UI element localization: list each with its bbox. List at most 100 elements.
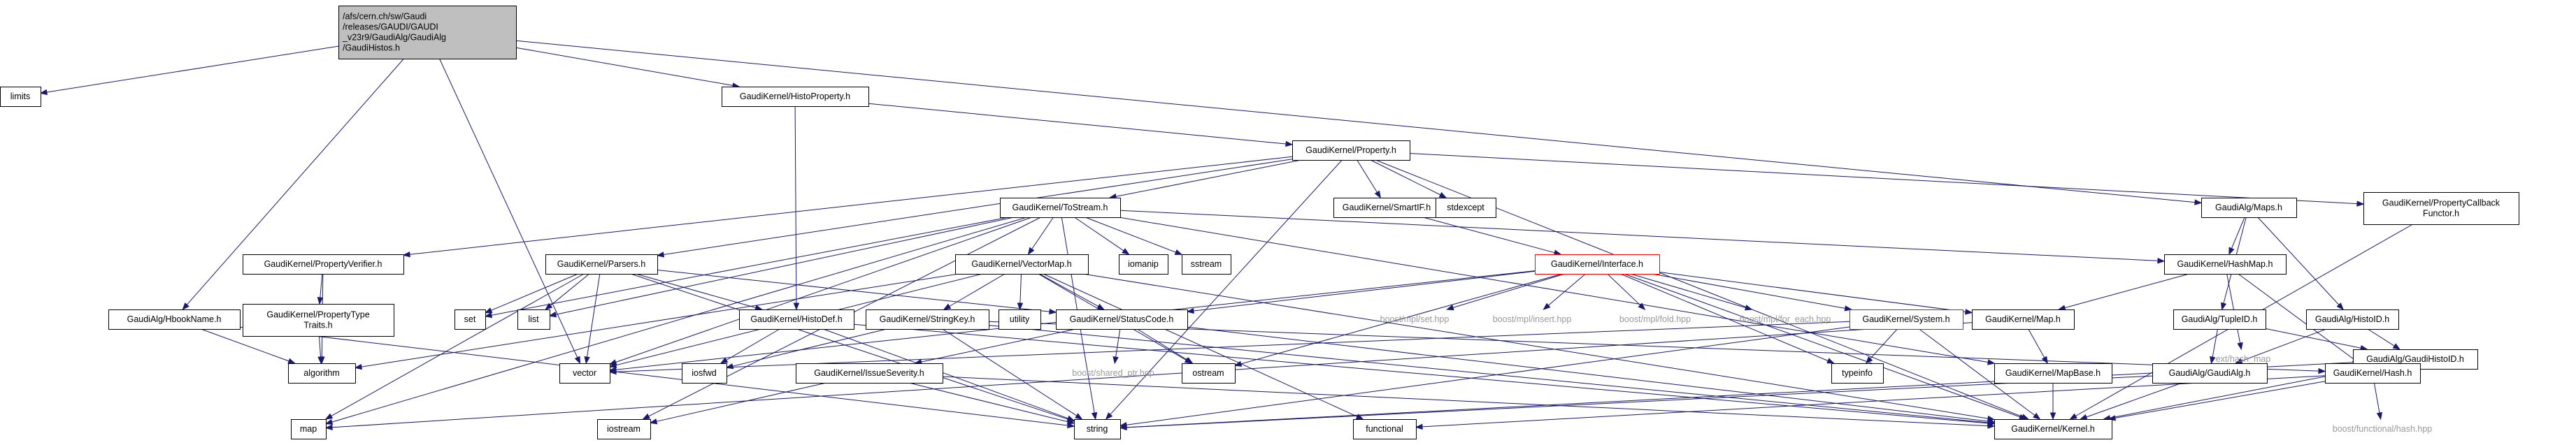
node-boosthash[interactable]: boost/functional/hash.hpp — [2317, 420, 2449, 439]
node-histoid[interactable]: GaudiAlg/HistoID.h — [2306, 309, 2399, 330]
edge-gkmap-to-map — [331, 322, 1973, 428]
node-box — [108, 309, 241, 330]
node-label-line: iostream — [607, 424, 641, 434]
node-iostream[interactable]: iostream — [597, 419, 651, 439]
node-gaudialg[interactable]: GaudiAlg/GaudiAlg.h — [2152, 363, 2268, 384]
node-box — [866, 309, 989, 330]
node-mplinsert[interactable]: boost/mpl/insert.hpp — [1478, 310, 1587, 330]
edge-arrowhead — [1122, 248, 1130, 255]
node-box — [1353, 419, 1417, 439]
node-iosfwd[interactable]: iosfwd — [682, 363, 727, 384]
node-utility[interactable]: utility — [999, 309, 1041, 330]
edge-arrowhead — [2228, 247, 2235, 256]
node-stdexcept[interactable]: stdexcept — [1436, 198, 1496, 218]
edge-arrowhead — [642, 413, 650, 420]
node-system[interactable]: GaudiKernel/System.h — [1849, 309, 1963, 330]
edge-arrowhead — [324, 424, 333, 430]
node-box — [1333, 198, 1440, 218]
edge-root-to-limits — [46, 45, 339, 93]
node-tostream[interactable]: GaudiKernel/ToStream.h — [1000, 198, 1121, 218]
node-box — [1056, 309, 1188, 330]
edge-interface-to-mplinsert — [1547, 273, 1586, 306]
edge-property-to-tostream — [1115, 159, 1302, 197]
node-string[interactable]: string — [1074, 419, 1121, 439]
node-iomanip[interactable]: iomanip — [1119, 254, 1168, 275]
node-mplfold[interactable]: boost/mpl/fold.hpp — [1603, 310, 1708, 330]
node-label-line: Traits.h — [303, 321, 332, 330]
node-smartif[interactable]: GaudiKernel/SmartIF.h — [1333, 198, 1440, 218]
edge-interface-to-gkmap — [1659, 272, 1966, 312]
node-typeinfo[interactable]: typeinfo — [1831, 363, 1884, 384]
node-hbookname[interactable]: GaudiAlg/HbookName.h — [108, 309, 241, 330]
node-parsers[interactable]: GaudiKernel/Parsers.h — [545, 254, 658, 275]
node-box — [597, 419, 651, 439]
edge-parsers-to-histodef — [636, 273, 757, 308]
node-root[interactable]: /afs/cern.ch/sw/Gaudi/releases/GAUDI/GAU… — [338, 6, 517, 59]
node-label-line: iosfwd — [692, 368, 716, 378]
edge-arrowhead — [2069, 413, 2077, 420]
node-label-line: GaudiKernel/Map.h — [1985, 314, 2061, 324]
edge-hbookname-to-algorithm — [201, 328, 289, 362]
node-label-line: GaudiKernel/PropertyCallback — [2382, 198, 2500, 208]
node-histoprop[interactable]: GaudiKernel/HistoProperty.h — [722, 87, 869, 107]
edge-vectormap-to-statuscode — [1039, 273, 1099, 307]
node-label-line: GaudiKernel/PropertyType — [266, 310, 369, 320]
node-stringkey[interactable]: GaudiKernel/StringKey.h — [866, 309, 989, 330]
node-statuscode[interactable]: GaudiKernel/StatusCode.h — [1056, 309, 1188, 330]
node-label-line: GaudiAlg/GaudiHistoID.h — [2366, 354, 2464, 364]
edge-property-to-stdexcept — [1370, 159, 1441, 196]
node-propverifier[interactable]: GaudiKernel/PropertyVerifier.h — [243, 254, 404, 275]
node-map[interactable]: map — [291, 419, 327, 439]
edge-system-to-kernel — [1919, 328, 2035, 416]
node-tupleid[interactable]: GaudiAlg/TupleID.h — [2173, 309, 2266, 330]
edge-gamaps-to-gkhashmap — [2231, 217, 2245, 249]
node-issueseverity[interactable]: GaudiKernel/IssueSeverity.h — [796, 363, 943, 384]
node-interface[interactable]: GaudiKernel/Interface.h — [1535, 254, 1660, 275]
node-list[interactable]: list — [517, 309, 550, 330]
edge-arrowhead — [2221, 302, 2227, 311]
node-mapbase[interactable]: GaudiKernel/MapBase.h — [1994, 363, 2112, 384]
node-label-line: GaudiAlg/GaudiAlg.h — [2169, 368, 2251, 378]
node-mplforeach[interactable]: boost/mpl/for_each.hpp — [1724, 310, 1848, 330]
node-label-line: GaudiKernel/System.h — [1862, 314, 1949, 324]
edge-arrowhead — [2356, 200, 2365, 207]
node-gkmap[interactable]: GaudiKernel/Map.h — [1972, 309, 2075, 330]
node-label-line: boost/mpl/set.hpp — [1380, 314, 1450, 324]
edge-histodef-to-iosfwd — [726, 328, 780, 360]
edge-arrowhead — [1374, 190, 1382, 199]
node-shared_ptr[interactable]: boost/shared_ptr.hpp — [1055, 364, 1173, 384]
node-functional[interactable]: functional — [1353, 419, 1417, 439]
node-exthashmap[interactable]: ext/hash_map — [2203, 350, 2284, 370]
node-box — [2363, 192, 2519, 225]
node-set[interactable]: set — [455, 309, 486, 330]
edge-arrowhead — [1865, 356, 1873, 365]
node-property[interactable]: GaudiKernel/Property.h — [1292, 140, 1410, 161]
node-kernel[interactable]: GaudiKernel/Kernel.h — [1994, 419, 2112, 439]
node-vector[interactable]: vector — [559, 363, 610, 384]
edge-tostream-to-gkhashmap — [1119, 210, 2159, 261]
node-algorithm[interactable]: algorithm — [288, 363, 356, 384]
edge-gkhash-to-kernel — [2115, 381, 2326, 418]
node-label-line: boost/shared_ptr.hpp — [1072, 368, 1154, 378]
node-box — [1292, 140, 1410, 161]
node-gamaps[interactable]: GaudiAlg/Maps.h — [2201, 198, 2297, 218]
node-gkhash[interactable]: GaudiKernel/Hash.h — [2325, 363, 2421, 384]
node-label-line: ext/hash_map — [2216, 354, 2271, 364]
node-box — [545, 254, 658, 275]
edge-statuscode-to-kernel — [1187, 326, 1989, 422]
node-label-line: GaudiKernel/HistoDef.h — [750, 314, 842, 324]
node-mplset[interactable]: boost/mpl/set.hpp — [1368, 310, 1463, 330]
edge-arrowhead — [182, 302, 189, 311]
node-limits[interactable]: limits — [0, 87, 41, 107]
node-label-line: GaudiKernel/StringKey.h — [880, 314, 975, 324]
node-box — [796, 363, 943, 384]
node-gkhashmap[interactable]: GaudiKernel/HashMap.h — [2164, 254, 2287, 275]
node-histodef[interactable]: GaudiKernel/HistoDef.h — [739, 309, 854, 330]
node-ostream[interactable]: ostream — [1182, 363, 1236, 384]
edge-arrowhead — [2336, 302, 2345, 311]
node-box — [2201, 198, 2297, 218]
node-sstream[interactable]: sstream — [1182, 254, 1231, 275]
node-vectormap[interactable]: GaudiKernel/VectorMap.h — [955, 254, 1089, 275]
